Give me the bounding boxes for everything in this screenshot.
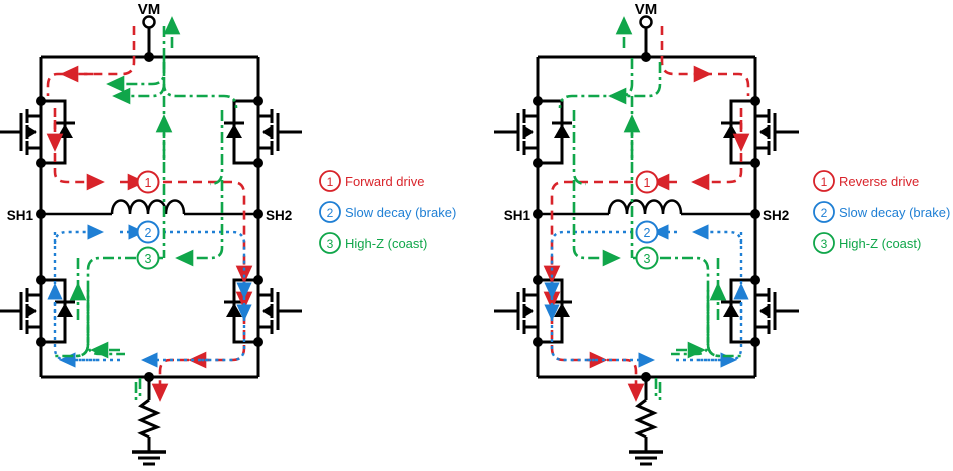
ground-symbol (629, 450, 663, 466)
marker-1: 1 (635, 170, 659, 194)
vm-terminal-circle (639, 15, 653, 29)
legend-label-high-z: High-Z (coast) (345, 236, 427, 251)
marker-2: 2 (635, 220, 659, 244)
current-path-slow-decay (544, 224, 743, 368)
svg-text:2: 2 (327, 206, 334, 220)
ground-symbol (132, 450, 166, 466)
mosfet-high-side-right[interactable] (222, 99, 304, 165)
vm-label: VM (635, 1, 658, 18)
motor-winding (41, 199, 258, 216)
legend-item-high-z: 3 High-Z (coast) (813, 232, 921, 254)
mosfet-low-side-left[interactable] (492, 278, 574, 344)
sh1-label: SH1 (7, 208, 34, 223)
sh2-label: SH2 (266, 208, 292, 223)
legend-item-slow-decay: 2 Slow decay (brake) (319, 201, 456, 223)
legend-item-reverse-drive: 1 Reverse drive (813, 170, 919, 192)
mosfet-high-side-left[interactable] (492, 99, 574, 165)
svg-text:1: 1 (327, 175, 334, 189)
high-z-arrow-top-rail (112, 62, 166, 105)
current-path-reverse-drive (543, 26, 750, 402)
legend-item-slow-decay: 2 Slow decay (brake) (813, 201, 950, 223)
svg-text:3: 3 (644, 252, 651, 266)
diagram-forward-drive: VM SH1 SH2 (0, 1, 456, 466)
junction-dots-right (533, 52, 760, 382)
vm-terminal-circle (142, 15, 156, 29)
legend-left: 1 Forward drive 2 Slow decay (brake) 3 H… (319, 170, 456, 254)
current-path-slow-decay (53, 224, 252, 368)
current-path-forward-drive (46, 26, 253, 402)
sh2-label: SH2 (763, 208, 789, 223)
mosfet-low-side-right[interactable] (222, 278, 304, 344)
junction-dots-left (36, 52, 263, 382)
mosfet-high-side-left[interactable] (0, 99, 77, 165)
svg-text:1: 1 (145, 176, 152, 190)
mosfet-low-side-left[interactable] (0, 278, 77, 344)
legend-label-forward-drive: Forward drive (345, 174, 424, 189)
mosfet-high-side-right[interactable] (719, 99, 801, 165)
marker-3: 3 (136, 246, 160, 270)
high-z-arrow-top-rail (608, 62, 662, 105)
legend-label-high-z: High-Z (coast) (839, 236, 921, 251)
svg-text:3: 3 (145, 252, 152, 266)
sense-resistor (634, 398, 658, 439)
legend-label-reverse-drive: Reverse drive (839, 174, 919, 189)
legend-item-high-z: 3 High-Z (coast) (319, 232, 427, 254)
legend-item-forward-drive: 1 Forward drive (319, 170, 424, 192)
sh1-label: SH1 (504, 208, 531, 223)
svg-text:2: 2 (145, 226, 152, 240)
diagram-reverse-drive: VM SH1 SH2 (492, 1, 950, 466)
motor-winding (538, 199, 755, 216)
svg-text:2: 2 (644, 226, 651, 240)
mosfet-low-side-right[interactable] (719, 278, 801, 344)
svg-text:3: 3 (327, 237, 334, 251)
vm-label: VM (138, 1, 161, 18)
legend-label-slow-decay: Slow decay (brake) (839, 205, 950, 220)
marker-1: 1 (136, 170, 160, 194)
legend-right: 1 Reverse drive 2 Slow decay (brake) 3 H… (813, 170, 950, 254)
marker-3: 3 (635, 246, 659, 270)
svg-text:1: 1 (821, 175, 828, 189)
legend-label-slow-decay: Slow decay (brake) (345, 205, 456, 220)
svg-text:3: 3 (821, 237, 828, 251)
marker-2: 2 (136, 220, 160, 244)
svg-text:1: 1 (644, 176, 651, 190)
svg-text:2: 2 (821, 206, 828, 220)
sense-resistor (137, 398, 161, 439)
